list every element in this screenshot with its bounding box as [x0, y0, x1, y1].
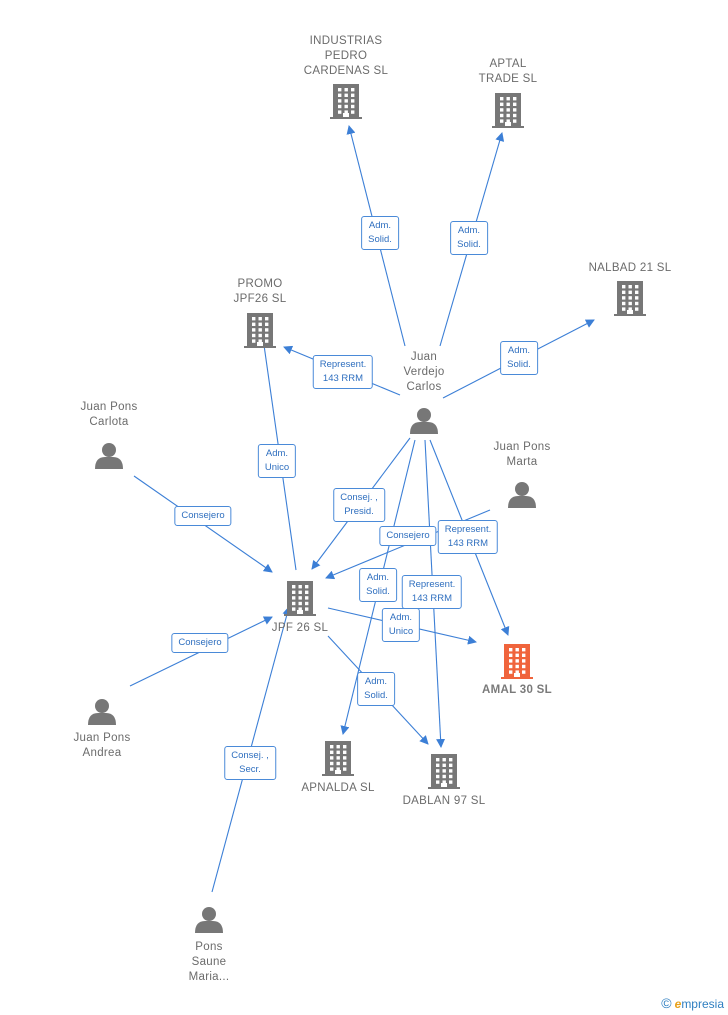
edge-label[interactable]: Consej. , Presid. — [333, 488, 385, 522]
edge-label[interactable]: Represent. 143 RRM — [312, 355, 374, 389]
node-label-juan-verdejo[interactable]: Juan Verdejo Carlos — [403, 351, 445, 393]
edge-label[interactable]: Consejero — [171, 633, 229, 653]
person-icon[interactable] — [410, 408, 438, 434]
node-label-pons-saune[interactable]: Pons Saune Maria... — [188, 941, 230, 983]
person-icon[interactable] — [195, 907, 223, 933]
node-label-amal[interactable]: AMAL 30 SL — [482, 684, 552, 696]
edge-label[interactable]: Represent. 143 RRM — [401, 575, 463, 609]
edge-label[interactable]: Consej. , Secr. — [224, 746, 276, 780]
building-icon[interactable] — [330, 84, 362, 119]
edge-label[interactable]: Adm. Solid. — [361, 216, 399, 250]
person-icon[interactable] — [88, 699, 116, 725]
node-label-nalbad[interactable]: NALBAD 21 SL — [588, 262, 672, 274]
node-label-apnalda[interactable]: APNALDA SL — [301, 782, 375, 794]
node-label-promo[interactable]: PROMO JPF26 SL — [233, 278, 287, 305]
edge-label[interactable]: Adm. Solid. — [357, 672, 395, 706]
edge-label[interactable]: Consejero — [174, 506, 232, 526]
building-icon-focus[interactable] — [501, 644, 533, 679]
building-icon[interactable] — [614, 281, 646, 316]
empresia-logo: ©empresia — [661, 995, 724, 1011]
copyright-icon: © — [661, 995, 672, 1011]
person-icon[interactable] — [508, 482, 536, 508]
edge-label[interactable]: Consejero — [379, 526, 437, 546]
node-label-aptal[interactable]: APTAL TRADE SL — [478, 58, 538, 85]
person-icon[interactable] — [95, 443, 123, 469]
node-label-juan-andrea[interactable]: Juan Pons Andrea — [73, 732, 131, 759]
edge-label[interactable]: Adm. Solid. — [450, 221, 488, 255]
building-icon[interactable] — [492, 93, 524, 128]
edge-label[interactable]: Adm. Unico — [257, 444, 297, 478]
edge-label[interactable]: Represent. 143 RRM — [437, 520, 499, 554]
building-icon[interactable] — [244, 313, 276, 348]
edge-label[interactable]: Adm. Solid. — [500, 341, 538, 375]
edge-label[interactable]: Adm. Unico — [381, 608, 421, 642]
node-label-jpf26[interactable]: JPF 26 SL — [271, 622, 329, 634]
edge-label[interactable]: Adm. Solid. — [359, 568, 397, 602]
building-icon[interactable] — [428, 754, 460, 789]
building-icon[interactable] — [322, 741, 354, 776]
node-label-dablan[interactable]: DABLAN 97 SL — [402, 795, 486, 807]
node-label-juan-marta[interactable]: Juan Pons Marta — [493, 441, 551, 468]
node-label-juan-carlota[interactable]: Juan Pons Carlota — [80, 401, 138, 428]
building-icon[interactable] — [284, 581, 316, 616]
node-label-industrias[interactable]: INDUSTRIAS PEDRO CARDENAS SL — [303, 35, 389, 77]
